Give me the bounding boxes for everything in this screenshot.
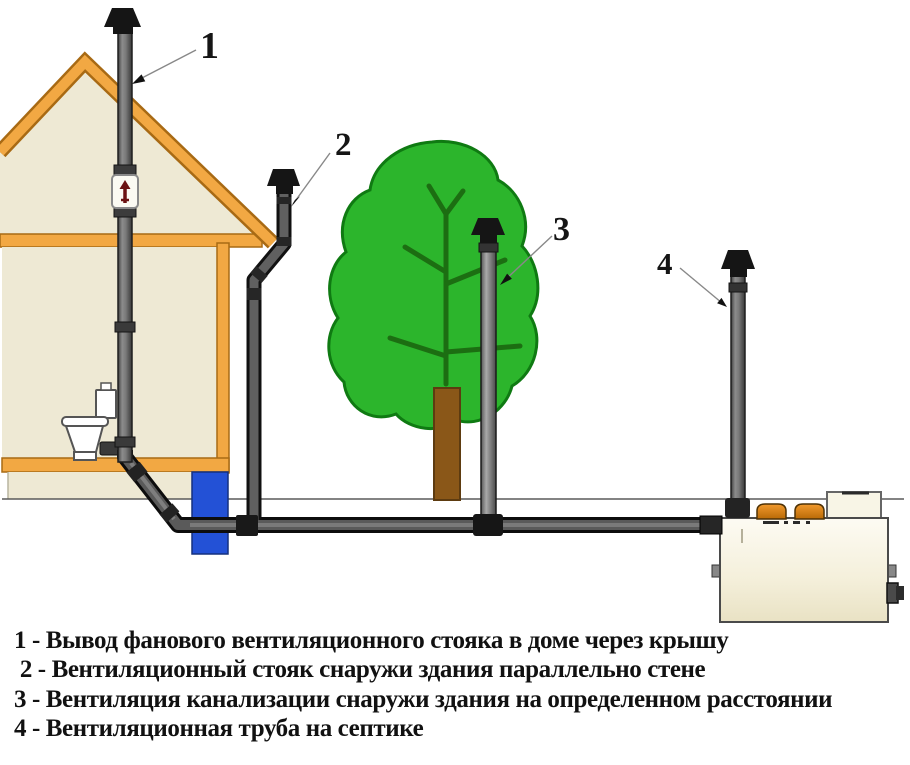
- stack-coupling-1: [114, 321, 136, 333]
- vent-stack-2: [236, 169, 300, 536]
- leader-arrow-4: [717, 297, 727, 307]
- leader-line-2: [292, 152, 331, 205]
- callout-2-label: 2: [335, 127, 352, 163]
- legend-line-4: 4 - Вентиляционная труба на септике: [14, 715, 424, 743]
- tree-crown: [327, 139, 540, 431]
- vent-stack-4: [699, 250, 755, 535]
- toilet: [61, 382, 121, 461]
- leader-line-4: [679, 267, 723, 304]
- legend: 1 - Вывод фанового вентиляционного стояк…: [14, 626, 832, 744]
- pipe-3-coupling: [478, 242, 499, 253]
- pipe-3-tee: [473, 514, 503, 536]
- toilet-cistern: [95, 389, 117, 419]
- septic-top-marks: [763, 521, 810, 524]
- legend-line-2: 2 - Вентиляционный стояк снаружи здания …: [14, 656, 706, 684]
- room-interior: [2, 247, 229, 459]
- septic-body: [719, 517, 889, 623]
- pipe-2-tee: [236, 515, 258, 536]
- pipe-4: [730, 275, 746, 508]
- leader-arrow-2: [291, 196, 301, 207]
- toilet-base: [73, 451, 97, 461]
- toilet-seat: [61, 416, 109, 427]
- septic-tank: [711, 491, 904, 623]
- vent-cap-3-collar: [480, 235, 497, 243]
- pipe-3: [480, 239, 497, 526]
- vent-cap-1-icon: [104, 8, 141, 27]
- vent-cap-3-icon: [471, 218, 505, 235]
- septic-cap-orange-1: [756, 503, 787, 520]
- sewer-tank-coupling: [699, 515, 723, 535]
- roof-band: [0, 54, 277, 247]
- legend-line-1: 1 - Вывод фанового вентиляционного стояк…: [14, 627, 729, 654]
- sewer-coupling-b: [159, 503, 180, 523]
- legend-line-3: 3 - Вентиляция канализации снаружи здани…: [14, 685, 833, 713]
- foundation-block: [191, 471, 229, 555]
- septic-outlet-cap: [896, 586, 904, 600]
- septic-riser: [826, 491, 882, 520]
- tree: [327, 139, 540, 501]
- vent-cap-1-collar: [113, 27, 133, 34]
- septic-cap-orange-2: [794, 503, 825, 520]
- toilet-button: [100, 382, 112, 391]
- tree-trunk: [433, 387, 461, 501]
- stack-pipe-1: [117, 23, 133, 463]
- vent-cap-4-icon: [721, 250, 755, 269]
- vent-cap-4-collar: [730, 269, 747, 277]
- floor: [1, 457, 230, 473]
- right-wall: [216, 242, 230, 474]
- vent-stack-1: [104, 8, 141, 463]
- check-valve-arrow: [119, 180, 131, 203]
- vent-cap-2-icon: [267, 169, 300, 186]
- sewer-coupling-a: [126, 461, 148, 483]
- callout-4-label: 4: [657, 246, 673, 281]
- vent-cap-2-collar: [276, 186, 293, 194]
- leader-arrow-1: [132, 74, 146, 84]
- leader-arrow-3: [500, 273, 512, 285]
- leader-line-1: [139, 49, 197, 80]
- septic-scratch: [741, 529, 743, 543]
- callout-3-label: 3: [553, 211, 570, 248]
- vent-stack-3: [471, 218, 505, 536]
- pipe-4-elbow: [725, 498, 750, 518]
- callout-leaders: [132, 49, 727, 307]
- stack-coupling-2: [114, 436, 136, 448]
- house: [0, 51, 279, 499]
- attic-interior: [0, 62, 273, 243]
- pipe-2-coupling-c: [250, 266, 268, 283]
- callout-1-label: 1: [200, 25, 219, 67]
- leader-line-3: [503, 235, 553, 282]
- pipe-4-coupling: [728, 282, 748, 293]
- pipe-2-body: [249, 194, 289, 520]
